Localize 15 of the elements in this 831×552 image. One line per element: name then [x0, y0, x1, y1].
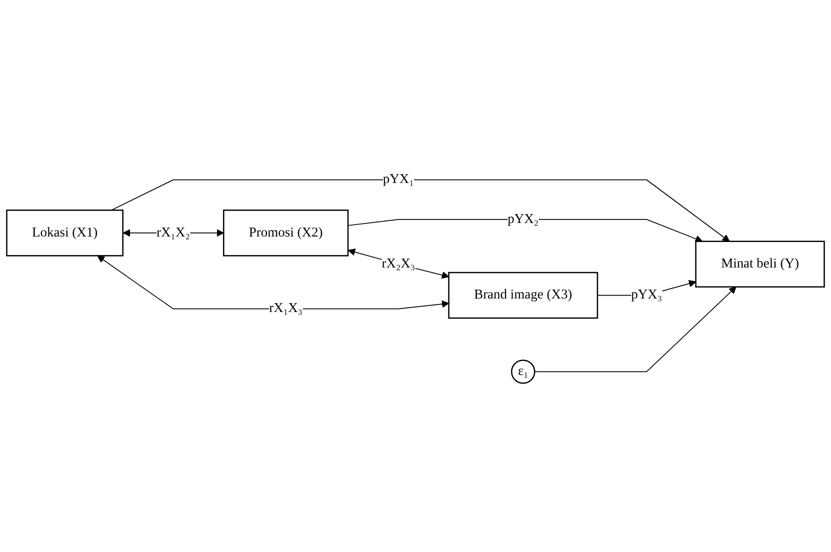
node-box: Promosi (X2) [223, 209, 349, 256]
edge-label: pYX₃ [631, 287, 662, 302]
edge-label: rX₂X₃ [382, 256, 416, 270]
node-box: Minat beli (Y) [695, 240, 825, 288]
arrow [348, 248, 450, 278]
edge-label: rX₁X₃ [269, 300, 303, 316]
arrow [348, 218, 703, 242]
arrow [534, 286, 736, 372]
node-box: Lokasi (X1) [6, 209, 124, 256]
node-box: Brand image (X3) [448, 271, 598, 318]
arrow [97, 255, 450, 309]
edge-label: rX₁X₂ [156, 224, 190, 240]
edge-label: pYX₁ [382, 172, 414, 186]
node-circle: ε₁ [510, 359, 536, 384]
edge-label: pYX₂ [508, 211, 539, 226]
